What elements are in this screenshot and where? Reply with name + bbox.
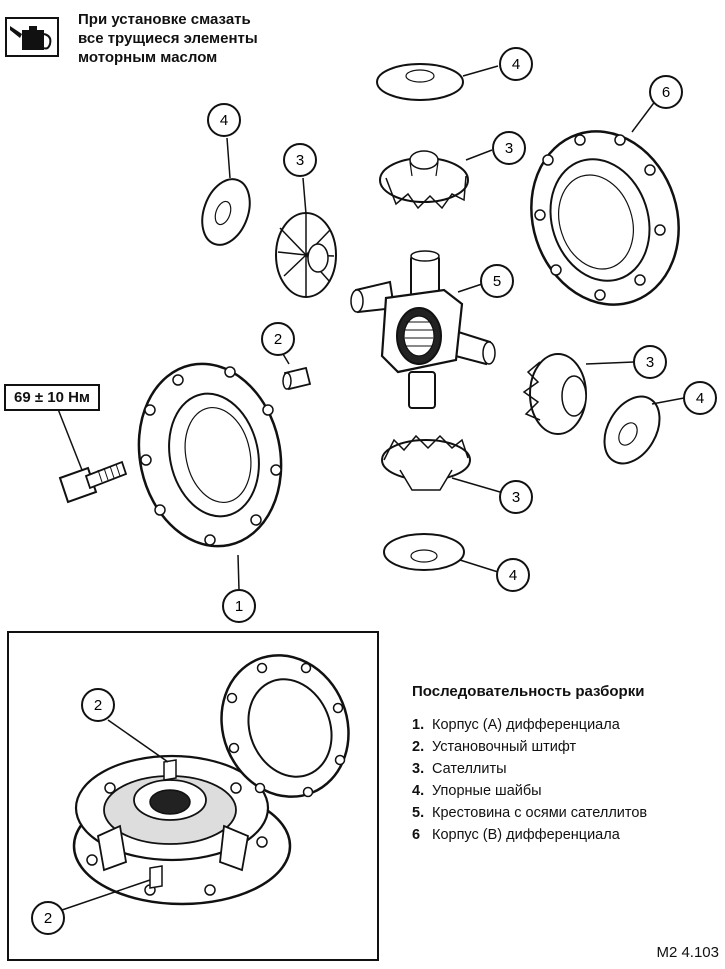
callout-number: 3 — [505, 140, 513, 157]
callout-circle — [683, 381, 717, 415]
callout-number: 2 — [274, 331, 282, 348]
step-number: 1. — [412, 717, 425, 733]
locating-pin — [282, 366, 312, 391]
callout-number: 2 — [94, 697, 102, 714]
step-number: 4. — [412, 783, 425, 799]
callout-number: 4 — [220, 112, 228, 129]
step-number: 2. — [412, 739, 425, 755]
callout-number: 4 — [512, 56, 520, 73]
figure-code: M2 4.103 — [656, 944, 719, 961]
lubrication-note-line: При установке смазать — [78, 11, 251, 28]
step-text: Упорные шайбы — [432, 783, 542, 799]
callout-number: 4 — [509, 567, 517, 584]
lubrication-note-line: моторным маслом — [78, 49, 218, 66]
disassembly-step: 6 Корпус (B) дифференциала — [412, 824, 722, 846]
callout-number: 5 — [493, 273, 501, 290]
callout-number: 4 — [696, 390, 704, 407]
step-text: Корпус (A) дифференциала — [432, 717, 620, 733]
disassembly-step: 4. Упорные шайбы — [412, 780, 722, 802]
pinion-gear — [379, 150, 469, 210]
callout-number: 2 — [44, 910, 52, 927]
thrust-washer — [603, 395, 661, 465]
disassembly-step: 3. Сателлиты — [412, 758, 722, 780]
callout-circle — [480, 264, 514, 298]
step-number: 3. — [412, 761, 425, 777]
callout-circle — [261, 322, 295, 356]
bolt — [58, 460, 128, 504]
callout-number: 1 — [235, 598, 243, 615]
torque-label: 69 ± 10 Нм — [4, 384, 101, 411]
pinion-gear — [275, 212, 337, 298]
pinion-gear — [381, 434, 471, 491]
disassembly-step: 1. Корпус (A) дифференциала — [412, 714, 722, 736]
thrust-washer — [376, 63, 464, 101]
disassembly-step: 5. Крестовина с осями сателлитов — [412, 802, 722, 824]
differential-case-a — [137, 362, 283, 548]
differential-case-b — [530, 130, 680, 306]
callout-circle — [207, 103, 241, 137]
callout-circle — [649, 75, 683, 109]
callout-circle — [492, 131, 526, 165]
lubrication-note-line: все трущиеся элементы — [78, 30, 258, 47]
callout-number: 6 — [662, 84, 670, 101]
step-text: Сателлиты — [432, 761, 507, 777]
assembled-differential — [72, 754, 292, 906]
callout-number: 3 — [646, 354, 654, 371]
oil-can-icon — [5, 17, 59, 57]
callout-circle — [499, 480, 533, 514]
cross-shaft — [350, 250, 496, 409]
case-b-detached — [220, 654, 350, 798]
pinion-gear — [522, 353, 587, 435]
disassembly-sequence-title: Последовательность разборки — [412, 683, 645, 700]
disassembly-steps-list: 1. Корпус (A) дифференциала 2. Установочны… — [412, 714, 722, 846]
callout-number: 3 — [296, 152, 304, 169]
step-text: Корпус (B) дифференциала — [432, 827, 620, 843]
callout-circle — [81, 688, 115, 722]
step-number: 6 — [412, 827, 421, 843]
thrust-washer — [383, 533, 465, 571]
callout-circle — [222, 589, 256, 623]
assembly-inset-frame — [7, 631, 379, 961]
step-text: Установочный штифт — [432, 739, 577, 755]
step-text: Крестовина с осями сателлитов — [432, 805, 648, 821]
callout-circle — [633, 345, 667, 379]
callout-circle — [283, 143, 317, 177]
disassembly-sequence: Последовательность разборки 1. Корпус (A)… — [412, 683, 722, 846]
lubrication-note: При установке смазать все трущиеся элеме… — [78, 10, 338, 67]
thrust-washer — [201, 178, 251, 246]
callout-circle — [496, 558, 530, 592]
step-number: 5. — [412, 805, 425, 821]
disassembly-step: 2. Установочный штифт — [412, 736, 722, 758]
callout-circle — [499, 47, 533, 81]
callout-circle — [31, 901, 65, 935]
callout-number: 3 — [512, 489, 520, 506]
